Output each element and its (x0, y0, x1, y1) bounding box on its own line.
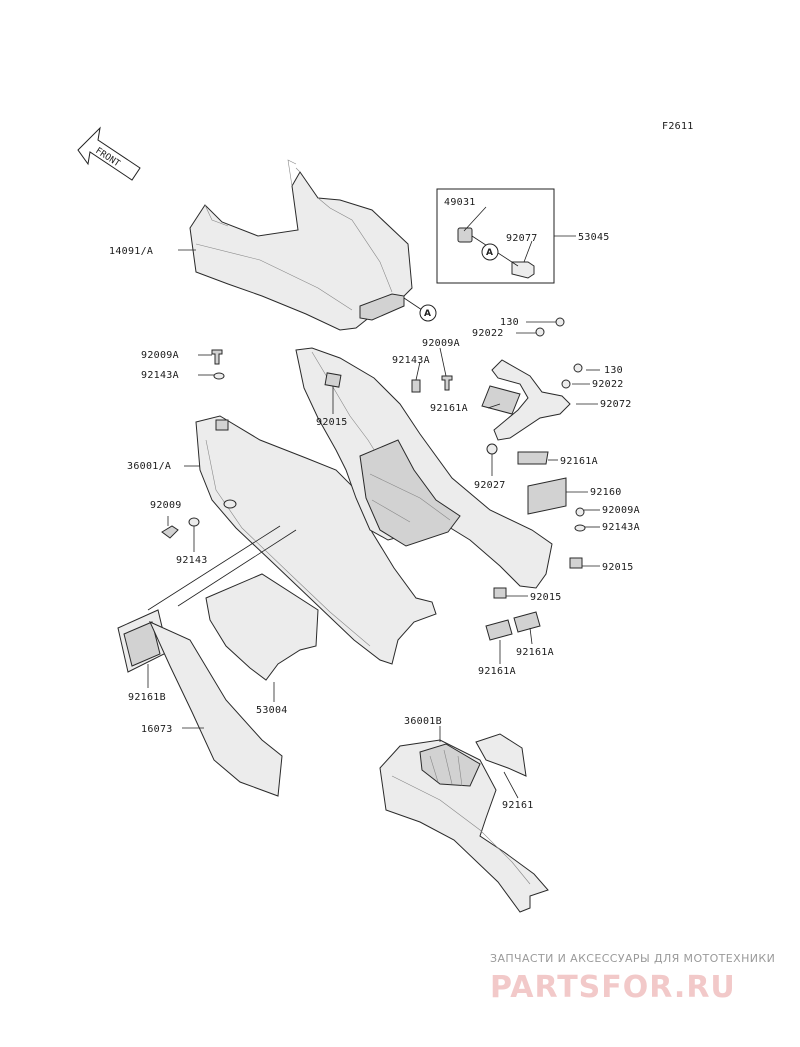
svg-text:A: A (486, 248, 493, 258)
label-92009: 92009 (150, 500, 182, 511)
fasteners-left (161, 349, 453, 539)
label-92022-right: 92022 (592, 379, 624, 390)
label-36001b: 36001B (404, 716, 442, 727)
label-92022-top: 92022 (472, 328, 504, 339)
figure-code: F2611 (662, 121, 694, 132)
label-130-top: 130 (500, 317, 519, 328)
callout-a-cover: A (403, 297, 437, 322)
front-arrow-icon: FRONT (77, 126, 141, 181)
leader-lines (147, 206, 600, 799)
label-92143a-left: 92143A (141, 370, 179, 381)
label-36001-a: 36001/A (127, 461, 171, 472)
label-130-right: 130 (604, 365, 623, 376)
upper-cover-14091 (189, 159, 413, 331)
lower-panel-36001b (379, 733, 549, 913)
watermark: ЗАПЧАСТИ И АКСЕССУАРЫ ДЛЯ МОТОТЕХНИКИ PA… (490, 952, 775, 1005)
label-53004: 53004 (256, 705, 288, 716)
decal-panels-left (117, 525, 319, 797)
label-92161a-lower-right: 92161A (516, 647, 554, 658)
side-cover-36001 (195, 347, 583, 665)
label-92027: 92027 (474, 480, 506, 491)
label-92161b: 92161B (128, 692, 166, 703)
decals-center (485, 611, 541, 641)
svg-text:A: A (424, 309, 431, 319)
label-92161a-lower-left: 92161A (478, 666, 516, 677)
label-92015-right: 92015 (602, 562, 634, 573)
label-92009a-right: 92009A (602, 505, 640, 516)
label-49031: 49031 (444, 197, 476, 208)
label-92161a-right: 92161A (560, 456, 598, 467)
label-92009a-left: 92009A (141, 350, 179, 361)
label-92160: 92160 (590, 487, 622, 498)
bracket-92072 (481, 317, 586, 532)
label-92161a-upper: 92161A (430, 403, 468, 414)
watermark-tagline: ЗАПЧАСТИ И АКСЕССУАРЫ ДЛЯ МОТОТЕХНИКИ (490, 952, 775, 965)
label-92009a-mid: 92009A (422, 338, 460, 349)
watermark-logo: PARTSFOR.RU (490, 970, 736, 1005)
label-53045: 53045 (578, 232, 610, 243)
inset-box-53045: A (436, 188, 576, 284)
label-14091-a: 14091/A (109, 246, 153, 257)
label-92143a-right: 92143A (602, 522, 640, 533)
part-labels: 14091/A 49031 92077 53045 130 92022 9200… (109, 197, 640, 811)
label-92077: 92077 (506, 233, 538, 244)
label-92072: 92072 (600, 399, 632, 410)
label-16073: 16073 (141, 724, 173, 735)
label-92143a-mid: 92143A (392, 355, 430, 366)
label-92015-left: 92015 (316, 417, 348, 428)
label-92015-bottom: 92015 (530, 592, 562, 603)
label-92161: 92161 (502, 800, 534, 811)
label-92143: 92143 (176, 555, 208, 566)
